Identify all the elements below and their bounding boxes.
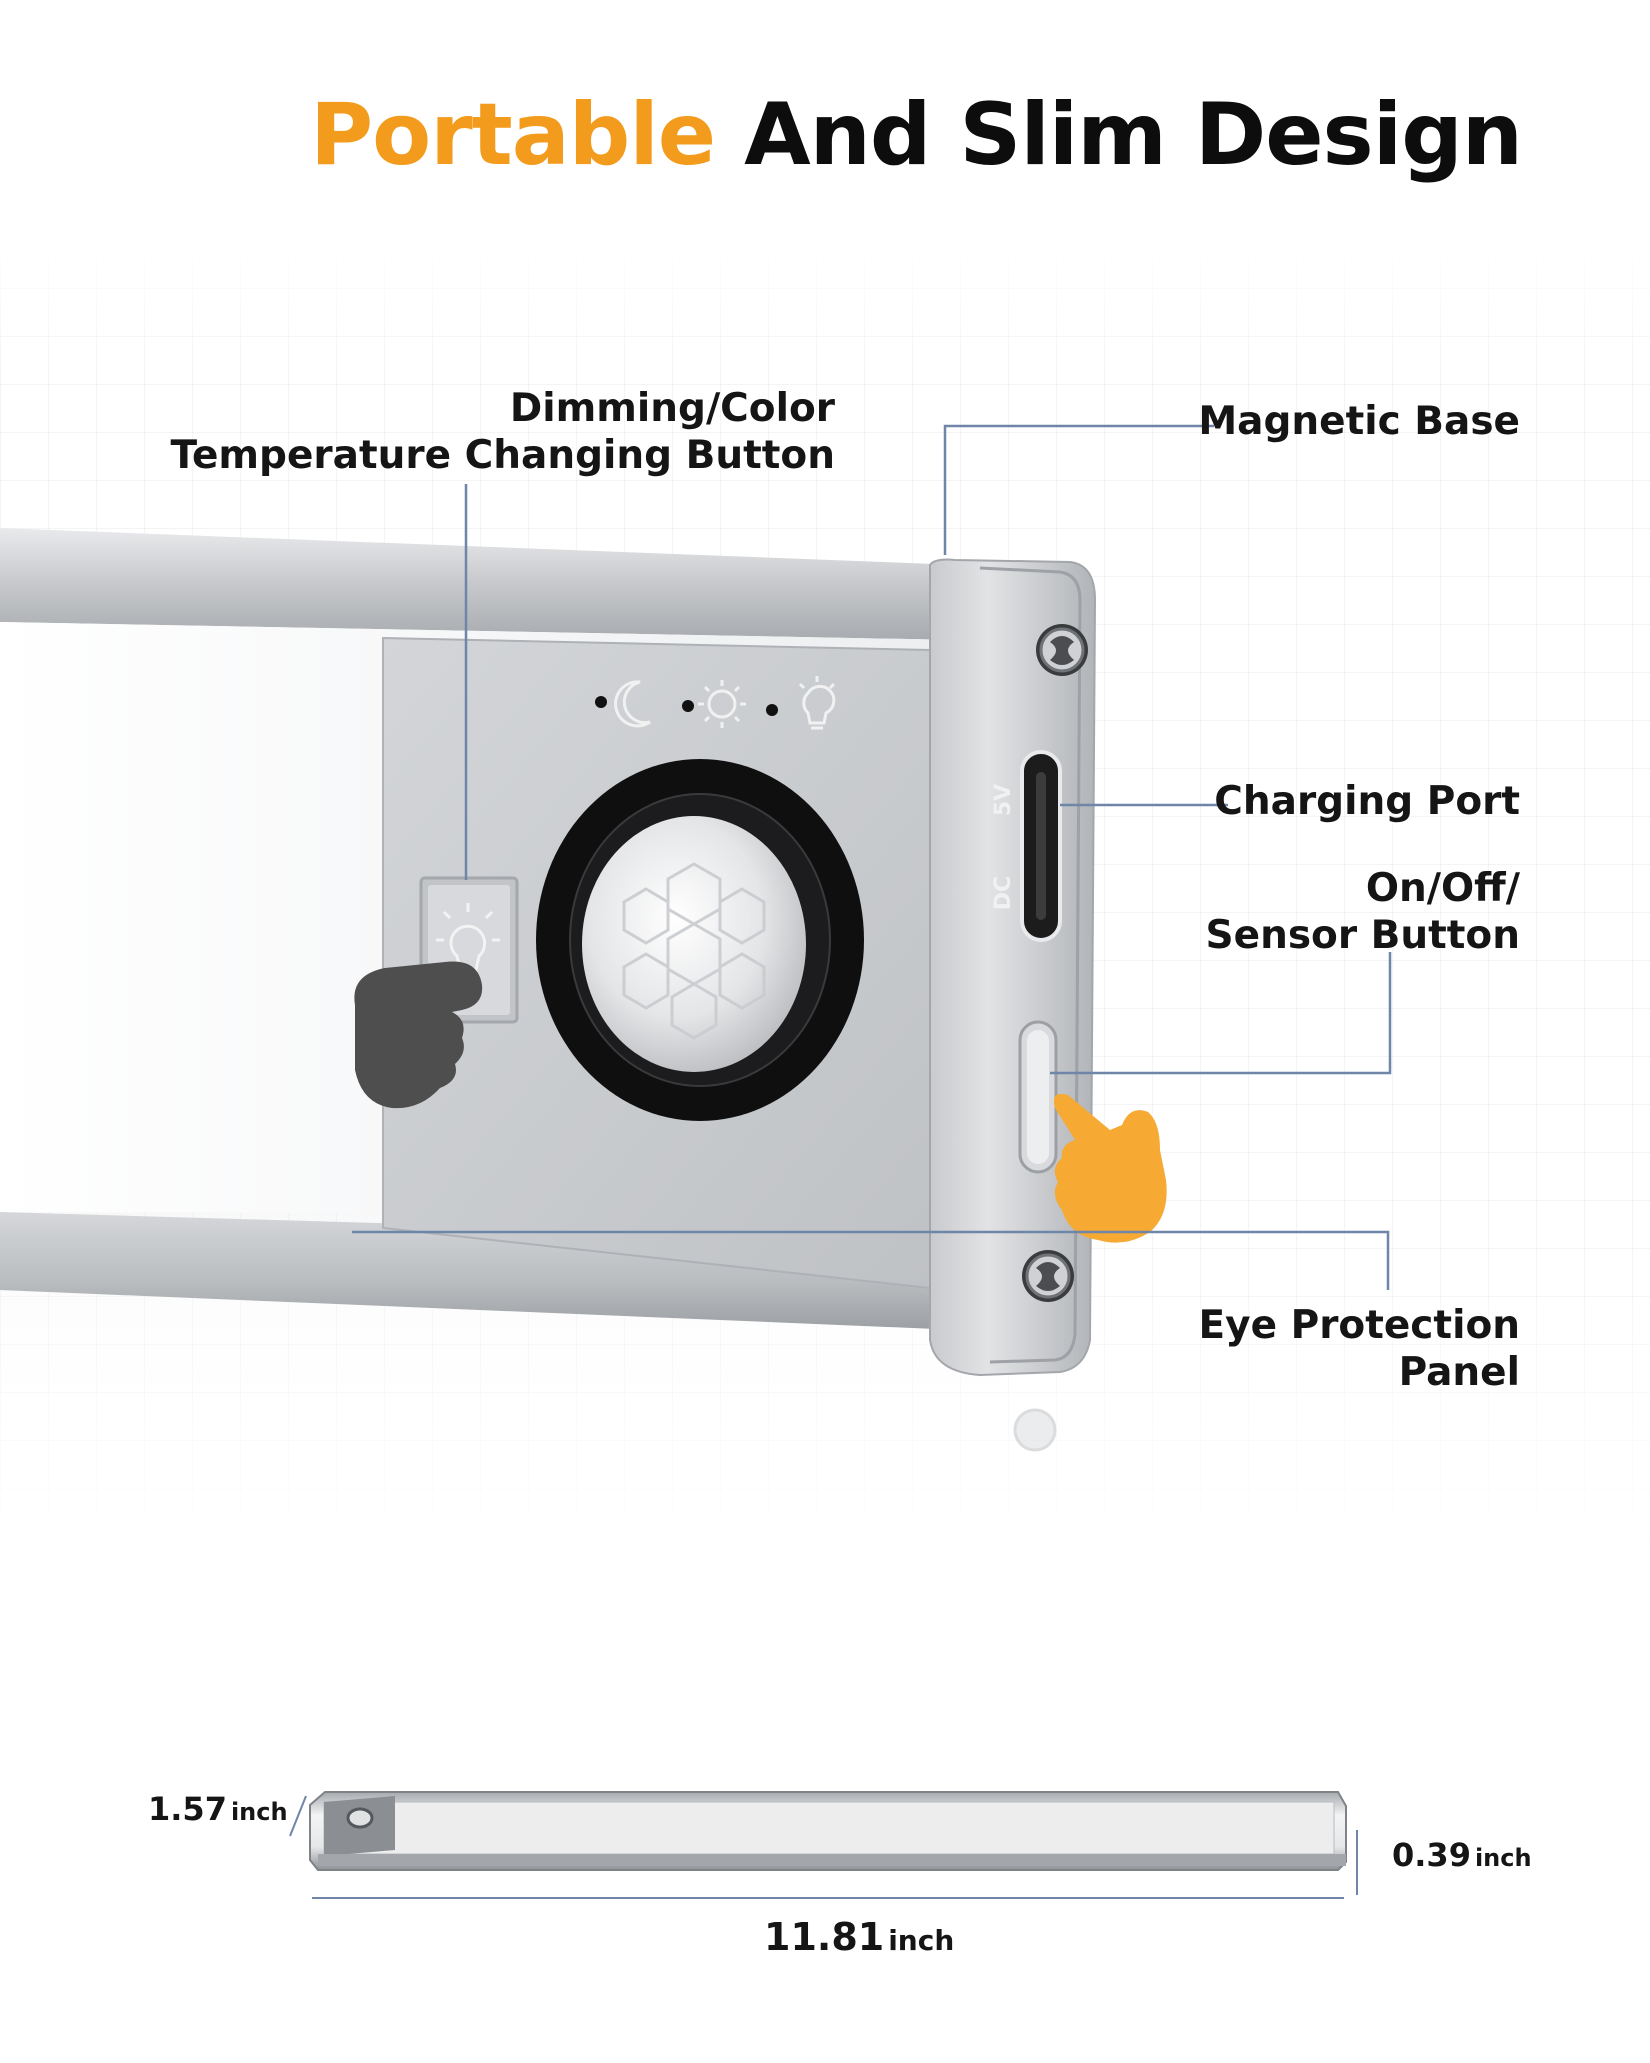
page-title: Portable And Slim Design	[310, 92, 1523, 178]
reflection-screw	[1013, 1408, 1057, 1452]
end-cap	[929, 558, 1097, 1377]
sun-icon	[698, 680, 746, 728]
dimension-width-value: 1.57	[148, 1790, 227, 1828]
hand-pointer-icon	[354, 961, 483, 1109]
bulb-icon	[798, 676, 836, 730]
top-rail	[0, 528, 960, 640]
port-label-5v: 5V	[991, 784, 1016, 816]
callout-magnetic-base: Magnetic Base	[1198, 399, 1520, 444]
callout-eye-panel: Eye Protection Panel	[1199, 1302, 1520, 1396]
mode-indicators	[595, 676, 836, 730]
leader-power-button	[1050, 952, 1392, 1075]
callout-power-button: On/Off/ Sensor Button	[1206, 865, 1520, 959]
dimension-width-unit: inch	[230, 1798, 288, 1826]
callout-eye-line1: Eye Protection	[1198, 1303, 1520, 1348]
leader-magnetic-base	[943, 424, 1214, 555]
dimension-line-width	[289, 1795, 307, 1837]
screw-icon	[1036, 624, 1088, 676]
title-accent: Portable	[310, 85, 716, 185]
screw-icon-bottom	[1022, 1250, 1074, 1302]
callout-dimming-line1: Dimming/Color	[509, 386, 835, 431]
moon-icon	[614, 680, 651, 728]
callout-power-line2: Sensor Button	[1205, 913, 1520, 958]
power-sensor-button[interactable]	[1018, 1020, 1058, 1174]
title-rest: And Slim Design	[744, 85, 1523, 185]
dimension-lines	[289, 1795, 1358, 1899]
callout-charging-port: Charging Port	[1214, 779, 1520, 824]
dimension-thickness-value: 0.39	[1392, 1836, 1471, 1874]
callout-dimming-line2: Temperature Changing Button	[170, 433, 835, 478]
callout-dimming-button: Dimming/Color Temperature Changing Butto…	[171, 385, 835, 479]
slim-bar-side-view	[309, 1791, 1347, 1871]
leader-lines	[352, 424, 1392, 1290]
callout-eye-line2: Panel	[1398, 1350, 1520, 1395]
port-label-dc: DC	[991, 876, 1016, 910]
dimension-length-value: 11.81	[764, 1915, 885, 1959]
pir-sensor-icon	[536, 759, 864, 1121]
dimension-thickness-unit: inch	[1474, 1844, 1532, 1872]
end-cap-edge	[979, 566, 1082, 1364]
hand-pointer-orange-icon	[1053, 1093, 1167, 1243]
dimension-length-unit: inch	[888, 1924, 955, 1957]
charging-port[interactable]	[1020, 750, 1062, 942]
leader-eye-panel	[352, 1230, 1390, 1290]
callout-power-line1: On/Off/	[1365, 866, 1520, 911]
